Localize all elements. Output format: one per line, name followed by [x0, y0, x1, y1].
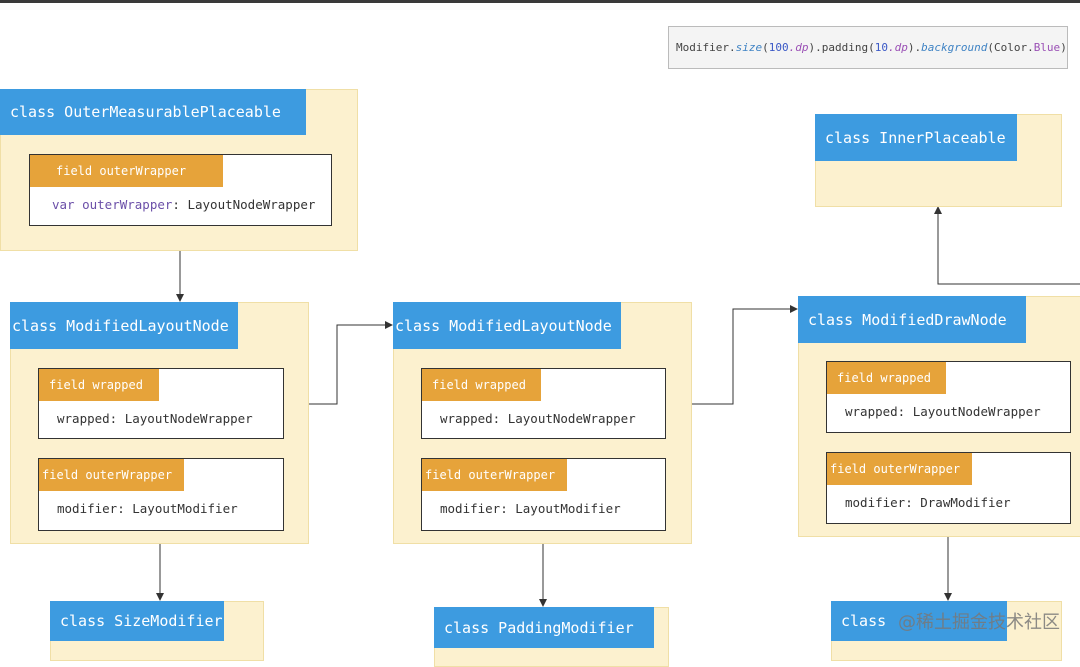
code-background: background: [921, 41, 988, 54]
field-body: modifier: LayoutModifier: [440, 501, 621, 516]
code-unit: .dp: [887, 41, 908, 54]
class-header: class OuterMeasurablePlaceable: [0, 89, 306, 135]
class-modified-layout-node-2: class ModifiedLayoutNode field wrapped w…: [393, 302, 692, 544]
field-header: field wrapped: [422, 369, 541, 401]
class-header: class ModifiedLayoutNode: [393, 302, 621, 349]
field-header: field wrapped: [827, 362, 946, 394]
code-num: 100: [768, 41, 789, 54]
field-body: wrapped: LayoutNodeWrapper: [57, 411, 253, 426]
field-type: : LayoutNodeWrapper: [172, 197, 316, 212]
code-end: ): [1060, 41, 1067, 54]
class-modified-draw-node: class ModifiedDrawNode field wrapped wra…: [798, 296, 1080, 537]
code-color: (Color.: [987, 41, 1034, 54]
field-header: field wrapped: [39, 369, 159, 401]
field-outer-wrapper: field outerWrapper modifier: LayoutModif…: [38, 458, 284, 531]
top-bar: [0, 0, 1080, 3]
arrow-layout2-to-draw: [665, 305, 798, 405]
class-padding-modifier: class PaddingModifier: [434, 607, 669, 667]
code-num: 10: [874, 41, 888, 54]
code-snippet: Modifier.size(100.dp).padding(10.dp).bac…: [668, 26, 1068, 69]
class-header: class InnerPlaceable: [815, 114, 1017, 161]
code-padding: ).padding(: [808, 41, 875, 54]
class-header: class ModifiedDrawNode: [798, 296, 1026, 343]
class-header: class: [831, 601, 1007, 641]
field-header: field outerWrapper: [422, 459, 567, 491]
code-dot: ).: [907, 41, 922, 54]
code-paren: (: [762, 41, 769, 54]
field-body: modifier: LayoutModifier: [57, 501, 238, 516]
class-inner-placeable: class InnerPlaceable: [815, 114, 1062, 207]
field-header: field outerWrapper: [827, 453, 972, 485]
code-blue: Blue: [1033, 41, 1061, 54]
class-header: class SizeModifier: [50, 601, 224, 641]
field-wrapped: field wrapped wrapped: LayoutNodeWrapper: [826, 361, 1071, 433]
field-body: modifier: DrawModifier: [845, 495, 1011, 510]
arrow-to-inner: [934, 206, 1080, 285]
class-size-modifier: class SizeModifier: [50, 601, 264, 661]
class-header: class ModifiedLayoutNode: [10, 302, 238, 349]
field-outer-wrapper: field outerWrapper modifier: DrawModifie…: [826, 452, 1071, 524]
field-body: var outerWrapper: LayoutNodeWrapper: [52, 197, 315, 212]
field-wrapped: field wrapped wrapped: LayoutNodeWrapper: [38, 368, 284, 439]
code-receiver: Modifier.: [676, 41, 736, 54]
field-outer-wrapper: field outerWrapper var outerWrapper: Lay…: [29, 154, 332, 226]
field-body: wrapped: LayoutNodeWrapper: [845, 404, 1041, 419]
field-outer-wrapper: field outerWrapper modifier: LayoutModif…: [421, 458, 666, 531]
code-unit: .dp: [788, 41, 809, 54]
field-keyword: var outerWrapper: [52, 197, 173, 212]
class-modified-layout-node-1: class ModifiedLayoutNode field wrapped w…: [10, 302, 309, 544]
arrow-layout1-to-layout2: [283, 321, 393, 405]
code-size: size: [735, 41, 763, 54]
class-outer-measurable-placeable: class OuterMeasurablePlaceable field out…: [0, 89, 358, 251]
field-body: wrapped: LayoutNodeWrapper: [440, 411, 636, 426]
field-wrapped: field wrapped wrapped: LayoutNodeWrapper: [421, 368, 666, 439]
field-header: field outerWrapper: [39, 459, 184, 491]
field-header: field outerWrapper: [30, 155, 223, 187]
class-header: class PaddingModifier: [434, 607, 654, 648]
watermark: @稀土掘金技术社区: [898, 612, 1060, 633]
